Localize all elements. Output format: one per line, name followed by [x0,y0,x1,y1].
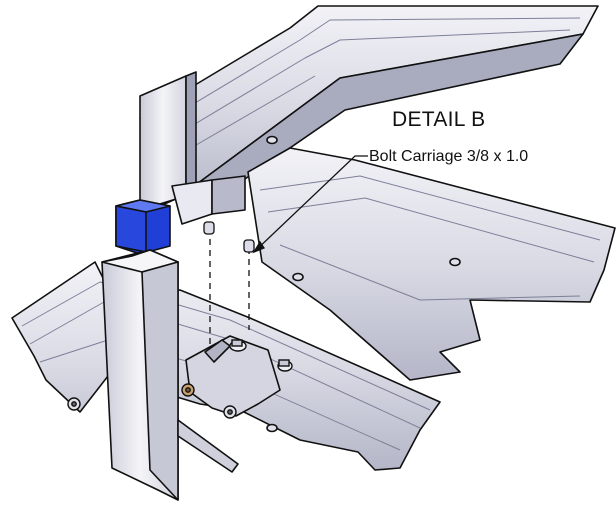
carriage-bolt-4 [223,405,237,419]
carriage-bolt-3 [181,383,195,397]
carriage-bolt-2 [277,359,293,372]
carriage-bolt-5 [67,397,81,411]
callout-leader [252,155,368,254]
diagonal-brace [177,419,239,473]
splice-bracket [171,175,246,225]
detail-title: DETAIL B [392,108,486,131]
bolt-callout-label: Bolt Carriage 3/8 x 1.0 [369,148,529,165]
slot-markers [203,221,255,253]
carriage-bolt-1 [229,339,247,352]
main-post [101,249,179,501]
highlighted-collar [115,199,171,255]
middle-girt-beam [247,147,616,381]
upper-post [139,71,197,211]
alignment-dashed-lines [209,228,250,346]
